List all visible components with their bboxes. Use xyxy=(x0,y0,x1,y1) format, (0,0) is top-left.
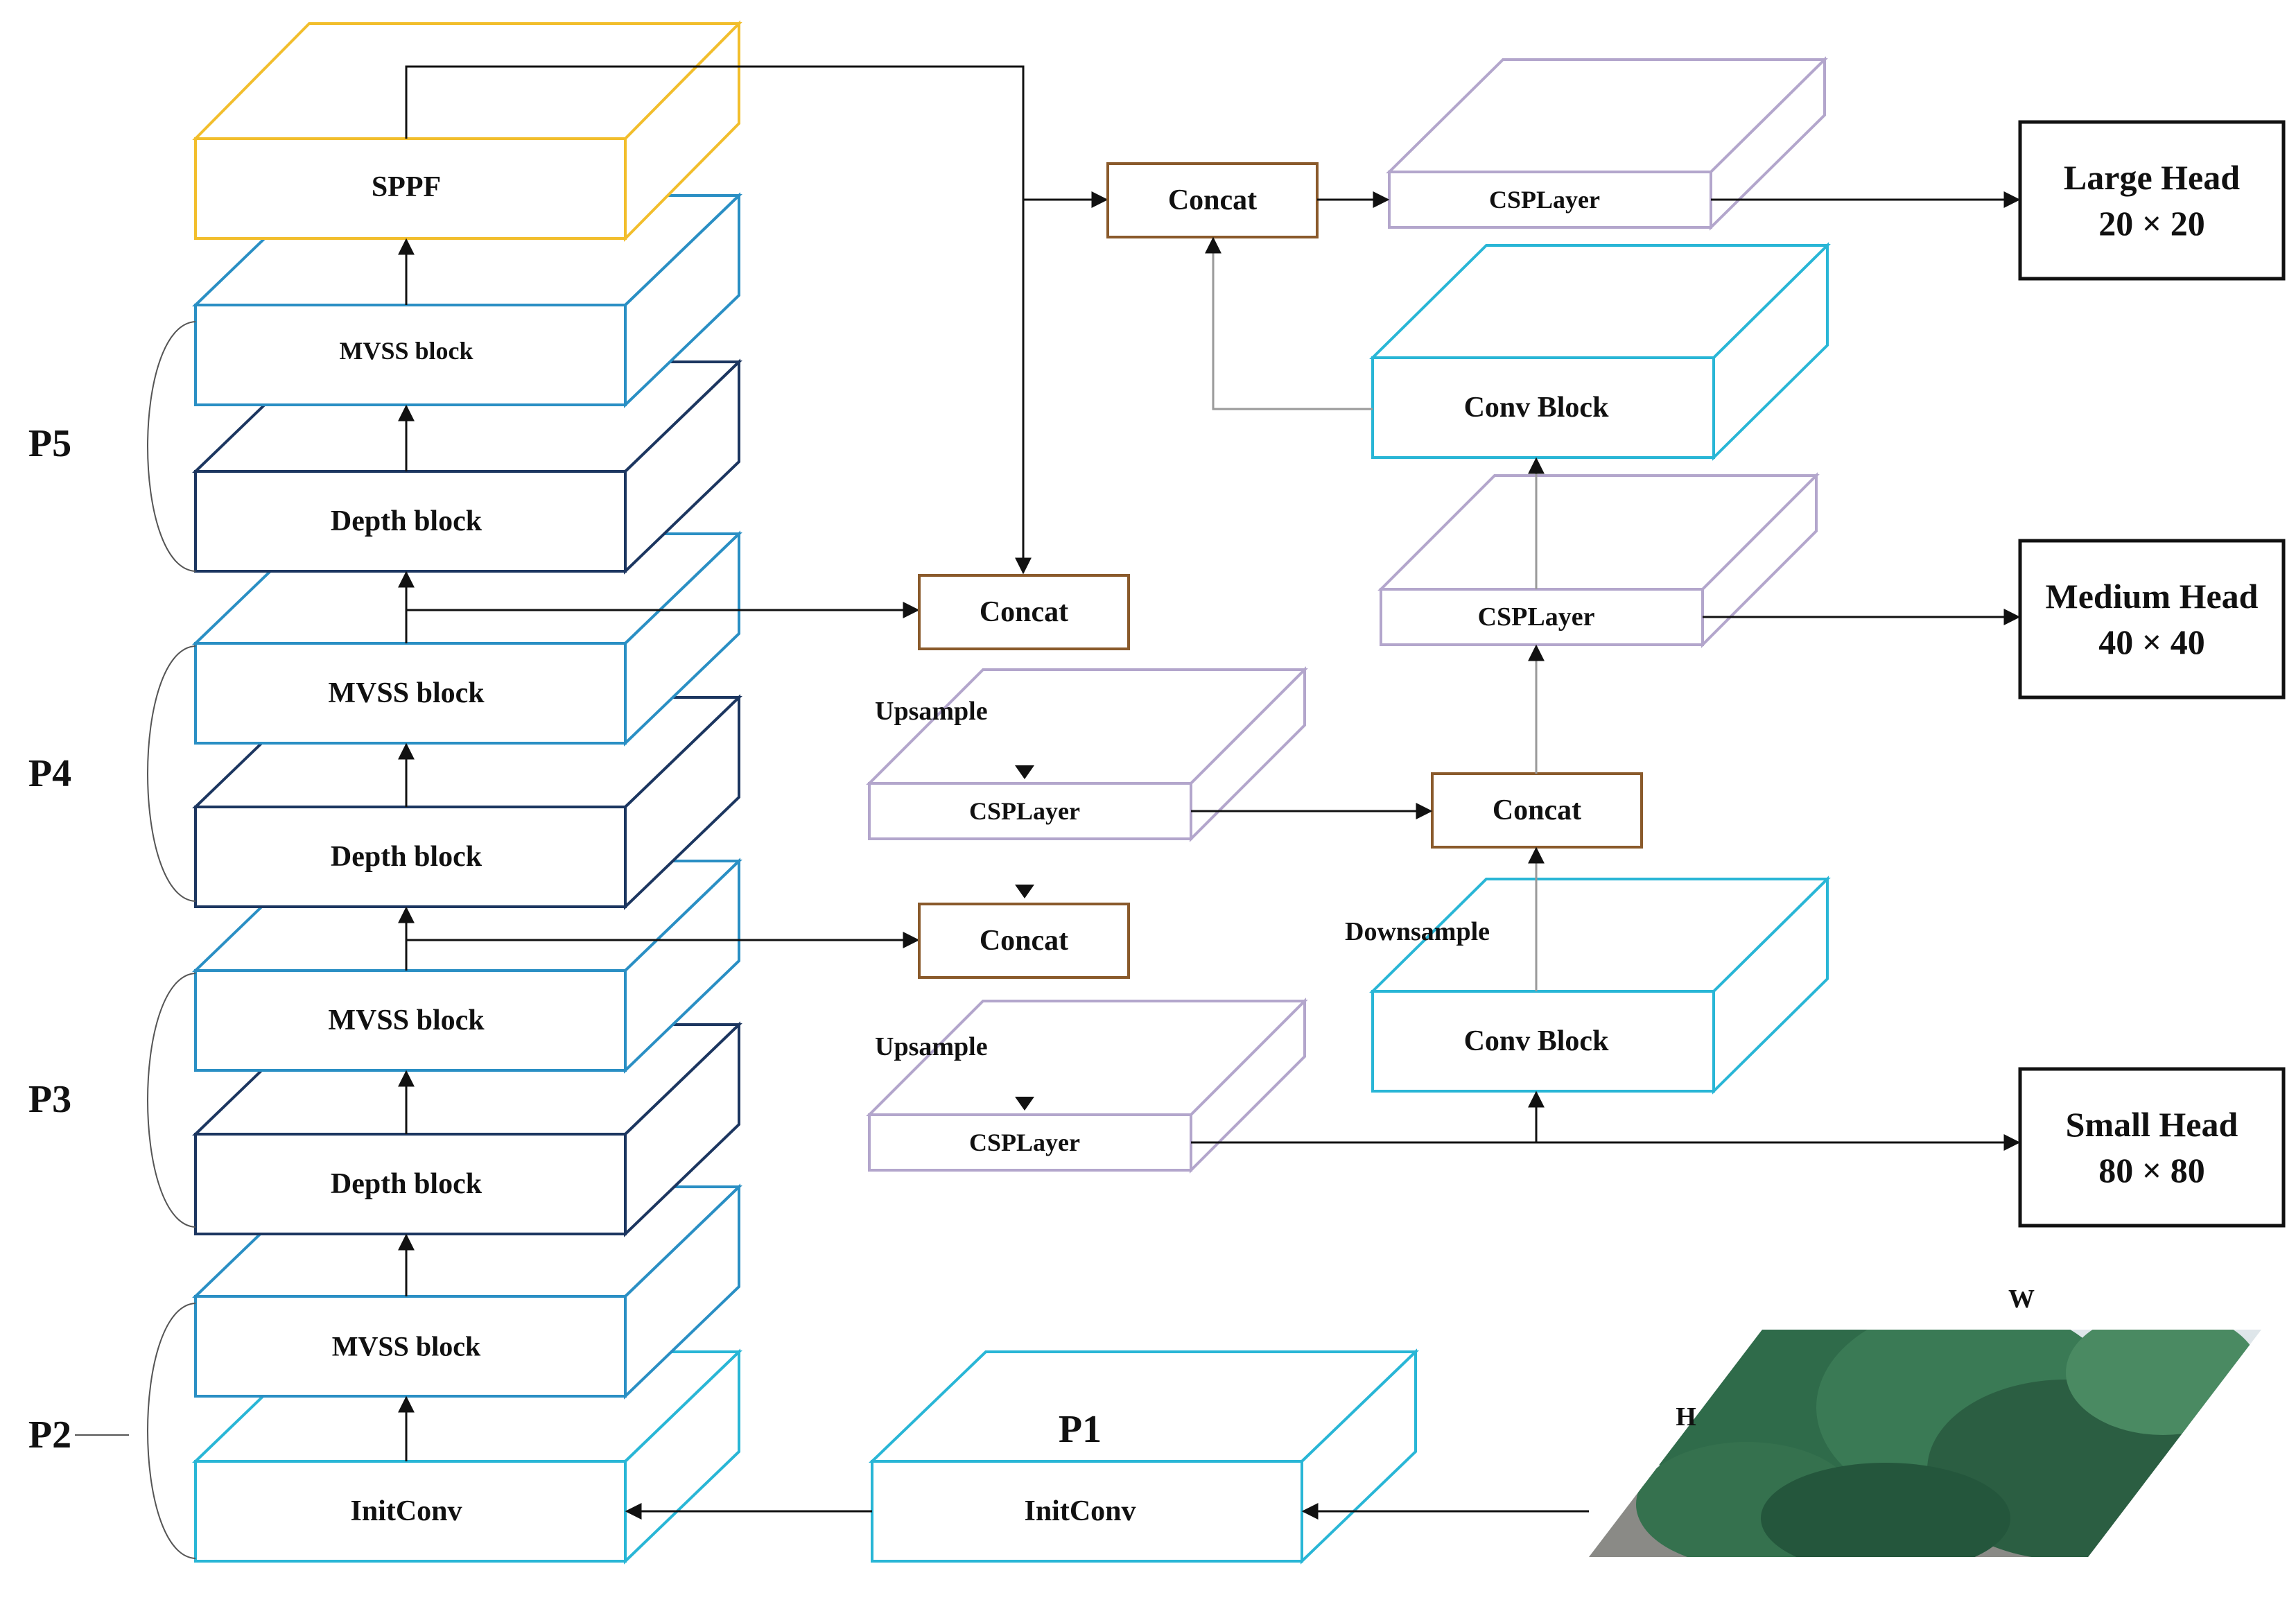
medium-head-title: Medium Head xyxy=(2046,577,2259,616)
p5-depth-label: Depth block xyxy=(331,505,482,537)
stage-p2-label: P2 xyxy=(28,1414,71,1456)
medium-head-size: 40 × 40 xyxy=(2098,623,2205,661)
large-head-size: 20 × 20 xyxy=(2098,204,2205,243)
p4-depth-label: Depth block xyxy=(331,841,482,873)
concat-p3-label: Concat xyxy=(980,925,1068,957)
stage-brackets xyxy=(75,321,196,1559)
input-image xyxy=(1589,1330,2261,1557)
p1-initconv-label: InitConv xyxy=(1024,1495,1136,1527)
p2-mvss-label: MVSS block xyxy=(332,1331,481,1362)
csp-upsample2-block xyxy=(866,998,1308,1174)
csp-upsample2-label: CSPLayer xyxy=(969,1129,1080,1156)
small-head-title: Small Head xyxy=(2066,1105,2238,1144)
concat-mid-label: Concat xyxy=(1493,794,1581,826)
conv-top-block xyxy=(1369,242,1831,461)
concat-p3-marker xyxy=(1015,885,1034,898)
stage-p5-label: P5 xyxy=(28,422,71,465)
small-head-box xyxy=(2018,1067,2286,1228)
csp-upsample1-label: CSPLayer xyxy=(969,797,1080,825)
p2-initconv-label: InitConv xyxy=(350,1495,462,1527)
p4-mvss-label: MVSS block xyxy=(328,677,485,709)
upsample2-marker xyxy=(1015,1097,1034,1111)
concat-p4-box xyxy=(918,574,1130,650)
neck-arrows xyxy=(1191,191,2021,1151)
upsample1-label: Upsample xyxy=(875,697,988,726)
input-height-label: H xyxy=(1676,1402,1696,1432)
csp-upsample1-block xyxy=(866,666,1308,842)
concat-p4-label: Concat xyxy=(980,596,1068,628)
concat-p3-box xyxy=(918,903,1130,979)
csp-top-block xyxy=(1386,56,1828,231)
sppf-block xyxy=(192,20,742,242)
csp-mid-label: CSPLayer xyxy=(1478,602,1595,632)
csp-mid-block xyxy=(1377,472,1820,648)
stage-p4-label: P4 xyxy=(28,752,71,795)
sppf-label: SPPF xyxy=(372,171,441,203)
medium-head-box xyxy=(2018,539,2286,699)
concat-top-label: Concat xyxy=(1168,184,1257,216)
conv-top-label: Conv Block xyxy=(1464,392,1610,424)
p1-title: P1 xyxy=(1059,1408,1102,1451)
neck-grey-arrows xyxy=(1205,236,1545,991)
p1-initconv-block xyxy=(869,1348,1419,1565)
downsample-label: Downsample xyxy=(1345,917,1490,946)
conv-bottom-label: Conv Block xyxy=(1464,1025,1610,1057)
upsample2-label: Upsample xyxy=(875,1032,988,1061)
csp-top-label: CSPLayer xyxy=(1489,186,1600,214)
large-head-box xyxy=(2018,120,2286,281)
sppf-route-arrows xyxy=(405,65,1108,948)
small-head-size: 80 × 80 xyxy=(2098,1151,2205,1190)
stage-p3-label: P3 xyxy=(28,1078,71,1121)
p3-depth-label: Depth block xyxy=(331,1168,482,1200)
p3-mvss-label: MVSS block xyxy=(328,1005,485,1036)
large-head-title: Large Head xyxy=(2064,158,2240,197)
p5-mvss-label: MVSS block xyxy=(339,337,473,365)
upsample1-marker xyxy=(1015,765,1034,779)
conv-bottom-block xyxy=(1369,876,1831,1095)
input-width-label: W xyxy=(2008,1285,2035,1314)
